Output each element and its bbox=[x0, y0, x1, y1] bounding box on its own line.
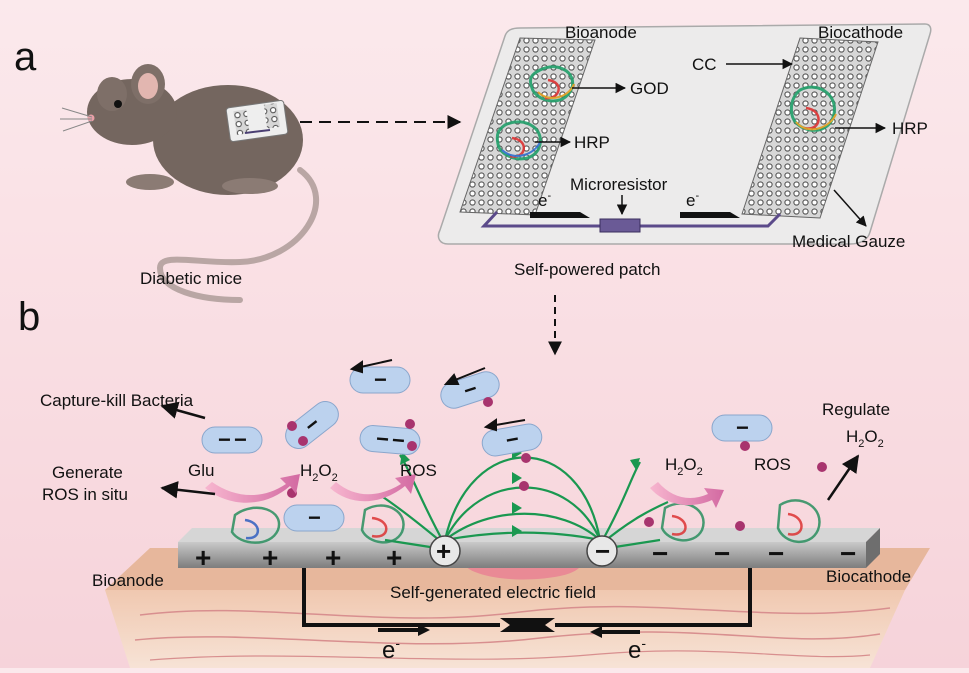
hrp-enzyme-cathode bbox=[789, 85, 837, 132]
god-enzyme bbox=[528, 65, 575, 103]
svg-text:−: − bbox=[218, 427, 231, 452]
bacteria-group: − − − −− −− − − − bbox=[201, 366, 773, 532]
svg-text:+: + bbox=[436, 536, 451, 566]
svg-text:+: + bbox=[195, 542, 211, 573]
svg-text:−: − bbox=[736, 415, 749, 440]
electron-arrow-left bbox=[530, 212, 590, 218]
svg-text:−: − bbox=[391, 427, 406, 453]
svg-text:−: − bbox=[652, 538, 668, 569]
glu-label: Glu bbox=[188, 461, 214, 480]
reaction-arrows bbox=[205, 474, 724, 508]
svg-text:−: − bbox=[714, 538, 730, 569]
h2o2-left-label: H2O2 bbox=[300, 461, 338, 484]
svg-text:−: − bbox=[504, 426, 521, 453]
patch-wire-left bbox=[480, 210, 600, 228]
cc-label: CC bbox=[692, 55, 717, 74]
circuit-electron-1: e- bbox=[382, 635, 400, 664]
circuit-wire-right bbox=[555, 568, 752, 627]
svg-text:−: − bbox=[768, 538, 784, 569]
microresistor-label: Microresistor bbox=[570, 175, 668, 194]
bacteria-motion-arrows bbox=[349, 359, 526, 432]
mouse-caption: Diabetic mice bbox=[140, 269, 242, 288]
ros-particles bbox=[287, 397, 827, 531]
god-label: GOD bbox=[630, 79, 669, 98]
h2o2-right-label: H2O2 bbox=[665, 455, 703, 478]
biocathode-label-a: Biocathode bbox=[818, 23, 903, 42]
generate-label-line2: ROS in situ bbox=[42, 485, 128, 504]
circuit-wire-left bbox=[302, 568, 500, 627]
hrp-label-anode: HRP bbox=[574, 133, 610, 152]
generate-ros-arrow bbox=[160, 481, 216, 499]
ros-left-label: ROS bbox=[400, 461, 437, 480]
electrode-bar bbox=[178, 528, 880, 568]
svg-text:−: − bbox=[375, 426, 390, 452]
circuit-electron-2: e- bbox=[628, 635, 646, 664]
capture-kill-label: Capture-kill Bacteria bbox=[40, 391, 194, 410]
anode-plus-signs: + + + + bbox=[195, 542, 402, 573]
svg-text:−: − bbox=[374, 367, 387, 392]
hrp-label-cathode: HRP bbox=[892, 119, 928, 138]
anode-charge-center bbox=[429, 535, 461, 567]
capture-kill-arrow bbox=[160, 401, 206, 420]
cathode-minus-signs: − − − − bbox=[652, 538, 856, 569]
patch-electron-2: e- bbox=[686, 190, 699, 210]
regulate-h2o2-label: H2O2 bbox=[846, 427, 884, 450]
field-caption: Self-generated electric field bbox=[390, 583, 596, 602]
svg-text:+: + bbox=[262, 542, 278, 573]
patch-wire-right bbox=[640, 212, 782, 228]
svg-text:−: − bbox=[234, 427, 247, 452]
electron-arrow-right bbox=[680, 212, 740, 218]
patch-electron-1: e- bbox=[538, 190, 551, 210]
patch-caption: Self-powered patch bbox=[514, 260, 660, 279]
svg-text:+: + bbox=[386, 542, 402, 573]
cathode-charge-center bbox=[586, 535, 618, 567]
svg-text:−: − bbox=[595, 536, 610, 566]
svg-text:−: − bbox=[308, 505, 321, 530]
biocathode-label-b: Biocathode bbox=[826, 567, 911, 586]
generate-label-line1: Generate bbox=[52, 463, 123, 482]
mouse-illustration bbox=[60, 64, 320, 303]
bioanode-label-a: Bioanode bbox=[565, 23, 637, 42]
panel-label-a: a bbox=[14, 35, 37, 79]
regulate-label: Regulate bbox=[822, 400, 890, 419]
ros-right-label: ROS bbox=[754, 455, 791, 474]
regulate-arrow bbox=[826, 454, 860, 501]
svg-text:−: − bbox=[840, 538, 856, 569]
svg-text:+: + bbox=[325, 542, 341, 573]
bioanode-label-b: Bioanode bbox=[92, 571, 164, 590]
electrode-enzymes bbox=[230, 499, 821, 544]
panel-label-b: b bbox=[18, 295, 40, 339]
medical-gauze-label: Medical Gauze bbox=[792, 232, 905, 251]
microresistor bbox=[599, 218, 641, 233]
hrp-enzyme-anode bbox=[495, 120, 542, 161]
circuit-resistor bbox=[500, 618, 555, 632]
